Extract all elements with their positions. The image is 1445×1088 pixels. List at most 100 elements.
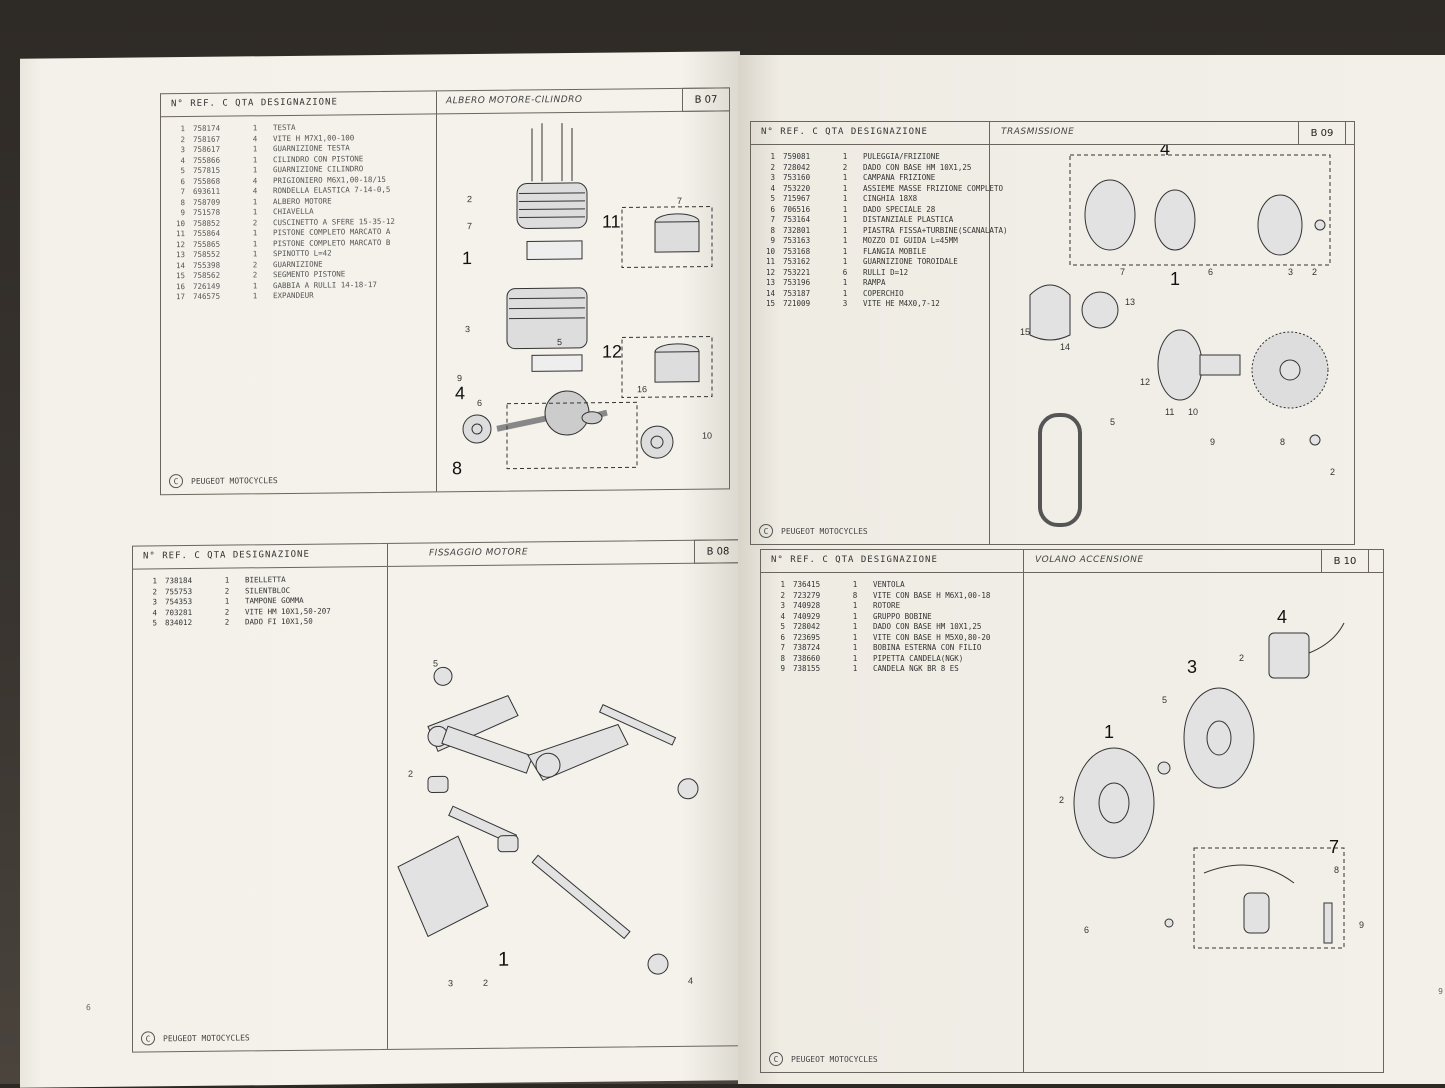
- part-qty: 1: [224, 596, 230, 606]
- section-title: FISSAGGIO MOTORE: [429, 547, 529, 559]
- part-description: TESTA: [273, 122, 296, 133]
- part-number: 1: [770, 152, 775, 161]
- svg-text:7: 7: [1329, 837, 1339, 857]
- part-number: 14: [765, 288, 775, 298]
- part-qty: 2: [842, 162, 848, 172]
- svg-text:12: 12: [602, 341, 622, 361]
- part-qty: 1: [842, 278, 848, 287]
- part-qty: 1: [842, 257, 848, 266]
- svg-text:2: 2: [467, 194, 472, 204]
- part-ref: 759081: [783, 152, 811, 161]
- part-number: 17: [175, 292, 185, 302]
- part-number: 12: [175, 239, 185, 249]
- part-description: PISTONE COMPLETO MARCATO B: [273, 237, 391, 248]
- part-ref: 757815: [193, 165, 221, 175]
- part-description: GUARNIZIONE TOROIDALE: [863, 257, 958, 266]
- svg-text:5: 5: [433, 658, 438, 668]
- svg-text:1: 1: [462, 248, 472, 268]
- part-qty: 1: [252, 291, 258, 301]
- part-number: 7: [770, 215, 775, 224]
- part-description: GRUPPO BOBINE: [873, 611, 932, 621]
- part-number: 8: [180, 197, 185, 207]
- part-qty: 1: [252, 249, 258, 259]
- part-description: RULLI D=12: [863, 267, 909, 277]
- svg-text:3: 3: [1288, 267, 1293, 277]
- left-page: N° REF. C QTA DESIGNAZIONE ALBERO MOTORE…: [20, 51, 742, 1088]
- part-number: 10: [175, 218, 185, 228]
- part-description: RAMPA: [863, 278, 886, 287]
- part-ref: 751578: [193, 207, 221, 217]
- part-description: CANDELA NGK BR 8 ES: [873, 664, 959, 673]
- part-ref: 753187: [783, 288, 811, 298]
- svg-text:6: 6: [1084, 925, 1089, 935]
- part-ref: 728042: [793, 622, 821, 631]
- part-ref: 732801: [783, 225, 811, 235]
- part-ref: 703281: [165, 607, 193, 617]
- part-ref: 740928: [793, 601, 821, 610]
- part-number: 1: [180, 124, 185, 134]
- part-ref: 755864: [193, 228, 221, 238]
- part-description: DISTANZIALE PLASTICA: [863, 215, 954, 224]
- part-number: 2: [152, 586, 157, 596]
- exploded-diagram-transmission: 4 1 15 14 7 13 12 11 10 9 8 5 6 3 2 2: [1020, 145, 1335, 527]
- part-number: 11: [175, 229, 185, 239]
- part-description: GUARNIZIONE: [273, 259, 323, 269]
- part-number: 4: [770, 183, 775, 193]
- part-description: VITE HE M4X0,7-12: [863, 299, 940, 308]
- column-header: N° REF. C QTA DESIGNAZIONE: [771, 555, 938, 565]
- part-description: SPINOTTO L=42: [273, 248, 332, 259]
- section-b09: N° REF. C QTA DESIGNAZIONE TRASMISSIONE …: [750, 121, 1355, 545]
- svg-text:16: 16: [637, 384, 647, 394]
- part-ref: 738155: [793, 664, 821, 673]
- part-qty: 1: [252, 228, 258, 238]
- part-ref: 758174: [193, 123, 221, 133]
- part-ref: 738660: [793, 653, 821, 663]
- column-header: N° REF. C QTA DESIGNAZIONE: [143, 549, 310, 562]
- column-header: N° REF. C QTA DESIGNAZIONE: [761, 127, 928, 137]
- part-number: 6: [780, 632, 785, 642]
- part-qty: 1: [842, 204, 848, 214]
- part-number: 1: [780, 580, 785, 589]
- part-number: 6: [180, 176, 185, 186]
- part-qty: 1: [842, 288, 848, 298]
- part-number: 3: [770, 173, 775, 182]
- svg-text:4: 4: [455, 383, 465, 403]
- svg-text:7: 7: [467, 221, 472, 231]
- copyright-icon: C: [169, 474, 183, 489]
- svg-text:5: 5: [557, 337, 562, 347]
- section-title: TRASMISSIONE: [1001, 127, 1075, 137]
- part-qty: 1: [842, 246, 848, 256]
- section-code: B 10: [1321, 549, 1369, 573]
- part-description: VITE CON BASE H M6X1,00-18: [873, 590, 991, 600]
- part-qty: 1: [842, 215, 848, 224]
- part-qty: 1: [852, 632, 858, 642]
- part-number: 4: [180, 155, 185, 165]
- part-description: TAMPONE GOMMA: [245, 595, 304, 606]
- part-description: GABBIA A RULLI 14-18-17: [273, 279, 377, 290]
- part-qty: 4: [252, 175, 258, 185]
- exploded-diagram-ignition-flywheel: 1 3 4 7 2 5 2 8 6 9: [1059, 607, 1364, 949]
- footer: C PEUGEOT MOTOCYCLES: [759, 524, 868, 538]
- part-ref: 740929: [793, 611, 821, 621]
- part-description: DADO CON BASE HM 10X1,25: [873, 622, 982, 631]
- part-qty: 1: [252, 207, 258, 217]
- part-qty: 1: [852, 643, 858, 652]
- part-description: PIASTRA FISSA+TURBINE(SCANALATA): [863, 225, 1008, 235]
- part-qty: 1: [252, 196, 258, 206]
- svg-text:8: 8: [1334, 865, 1339, 875]
